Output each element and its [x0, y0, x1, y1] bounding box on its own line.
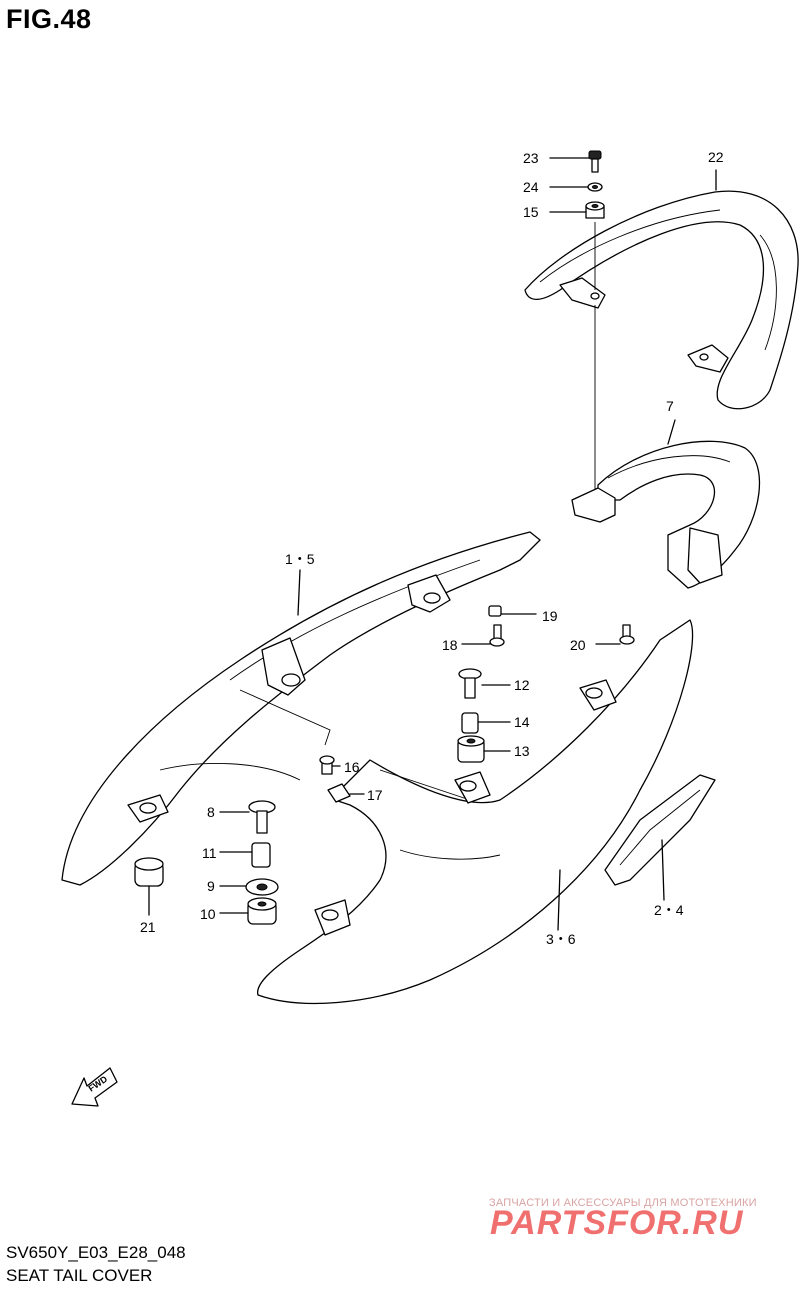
callout-10: 10 — [200, 906, 216, 922]
washer-24 — [549, 182, 603, 192]
screw-20 — [595, 624, 635, 645]
grommet-13 — [457, 735, 511, 763]
grommet-15 — [549, 201, 605, 219]
callout-13: 13 — [514, 743, 530, 759]
grab-rail — [524, 169, 799, 410]
fwd-arrow-icon: FWD — [71, 1067, 118, 1107]
grommet-9 — [219, 878, 279, 896]
callout-11: 11 — [202, 845, 217, 861]
tail-cover-7 — [571, 419, 761, 589]
figure-title: FIG.48 — [6, 4, 92, 34]
callout-3-6: 3・6 — [546, 931, 576, 947]
bolt-12 — [458, 668, 511, 699]
callout-24: 24 — [523, 179, 539, 195]
callout-21: 21 — [140, 919, 156, 935]
callout-19: 19 — [542, 608, 558, 624]
callout-18: 18 — [442, 637, 458, 653]
callout-9: 9 — [207, 878, 215, 894]
bolt-8 — [219, 800, 276, 834]
grommet-10 — [219, 897, 277, 925]
screw-16 — [319, 755, 341, 775]
callout-1-5: 1・5 — [285, 551, 315, 567]
callout-2-4: 2・4 — [654, 902, 684, 918]
watermark-brand-logo: PARTSFOR.RU — [490, 1204, 744, 1242]
callout-15: 15 — [523, 204, 539, 220]
side-cover-left — [61, 531, 541, 886]
screw-18 — [461, 624, 505, 647]
callout-17: 17 — [367, 787, 383, 803]
cushion-21 — [134, 857, 164, 916]
collar-14 — [461, 712, 511, 734]
emblem-2-4 — [604, 774, 716, 901]
watermark-tagline: ЗАПЧАСТИ И АКСЕССУАРЫ ДЛЯ МОТОТЕХНИКИ — [489, 1197, 757, 1209]
callout-16: 16 — [344, 759, 360, 775]
nut-17 — [327, 783, 365, 803]
bolt-23 — [549, 150, 602, 173]
callout-7: 7 — [666, 398, 674, 414]
collar-11 — [219, 842, 271, 868]
side-cover-right — [257, 619, 694, 1005]
section-name: SEAT TAIL COVER — [6, 1266, 153, 1285]
callout-14: 14 — [514, 714, 530, 730]
callout-23: 23 — [523, 150, 539, 166]
model-code: SV650Y_E03_E28_048 — [6, 1243, 186, 1262]
callout-12: 12 — [514, 677, 530, 693]
callout-8: 8 — [207, 804, 215, 820]
screw-19 — [488, 605, 537, 617]
callout-20: 20 — [570, 637, 586, 653]
callout-22: 22 — [708, 149, 724, 165]
